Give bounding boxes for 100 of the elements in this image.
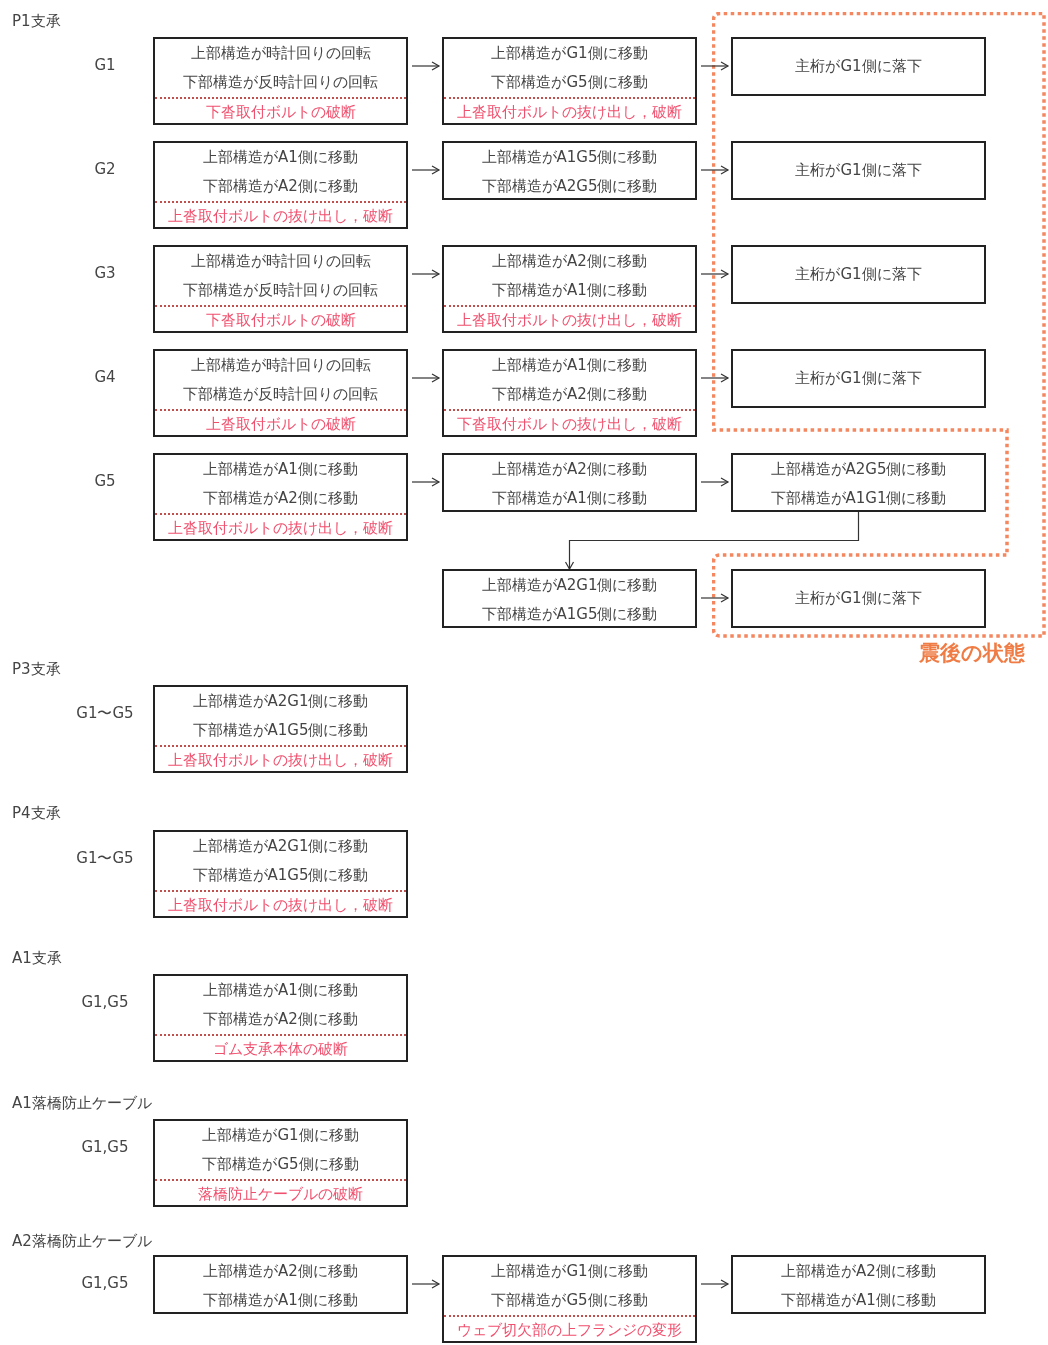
state-text: 下部構造がA1G5側に移動	[191, 720, 370, 741]
state-text: 下部構造がA1G5側に移動	[480, 604, 659, 625]
state-text: 上部構造がA2G1側に移動	[191, 691, 370, 712]
state-text: 下部構造がA2G5側に移動	[480, 176, 659, 197]
state-box	[153, 974, 408, 1062]
damage-text: 上沓取付ボルトの抜け出し，破断	[444, 97, 695, 126]
state-text: 下部構造がA2側に移動	[202, 1009, 359, 1030]
state-text: 下部構造がG5側に移動	[201, 1154, 360, 1175]
state-text: 下部構造がA2側に移動	[202, 176, 359, 197]
girder-label: G1	[93, 56, 117, 74]
state-text: 上部構造がG1側に移動	[201, 1125, 360, 1146]
state-text: 下部構造がA1側に移動	[780, 1290, 937, 1311]
state-text: 上部構造がA1側に移動	[491, 355, 648, 376]
arrow	[411, 373, 440, 383]
state-text: 上部構造がA2側に移動	[491, 459, 648, 480]
state-box	[731, 37, 986, 96]
state-box	[731, 1255, 986, 1314]
girder-label: G3	[93, 264, 117, 282]
state-text: 下部構造がA1側に移動	[202, 1290, 359, 1311]
state-text: 上部構造が時計回りの回転	[189, 251, 372, 272]
damage-text: 上沓取付ボルトの抜け出し，破断	[155, 513, 406, 542]
arrow	[411, 61, 440, 71]
arrow	[411, 165, 440, 175]
state-box	[153, 830, 408, 918]
state-text: 上部構造が時計回りの回転	[189, 43, 372, 64]
region-title: 震後の状態	[919, 640, 1025, 667]
girder-label: G1〜G5	[75, 704, 135, 723]
damage-text: 上沓取付ボルトの抜け出し，破断	[155, 201, 406, 230]
arrow	[700, 373, 729, 383]
girder-label: G2	[93, 160, 117, 178]
damage-text: 下沓取付ボルトの破断	[155, 97, 406, 126]
state-box	[731, 453, 986, 512]
state-text: 下部構造がG5側に移動	[490, 72, 649, 93]
state-text: 下部構造がG5側に移動	[490, 1290, 649, 1311]
state-box	[153, 1119, 408, 1207]
damage-text: 上沓取付ボルトの抜け出し，破断	[155, 890, 406, 919]
state-box	[153, 453, 408, 541]
state-text: 主桁がG1側に落下	[794, 368, 923, 389]
state-box	[731, 349, 986, 408]
state-box	[731, 245, 986, 304]
state-text: 上部構造がA1側に移動	[202, 459, 359, 480]
girder-label: G1,G5	[80, 1138, 130, 1156]
state-box	[442, 245, 697, 333]
state-text: 下部構造がA1G1側に移動	[769, 488, 948, 509]
state-text: 下部構造がA1側に移動	[491, 280, 648, 301]
state-text: 主桁がG1側に落下	[794, 264, 923, 285]
damage-text: 下沓取付ボルトの抜け出し，破断	[444, 409, 695, 438]
state-box	[153, 349, 408, 437]
state-box	[442, 569, 697, 628]
state-text: 上部構造がA2G5側に移動	[769, 459, 948, 480]
state-text: 上部構造がA2側に移動	[780, 1261, 937, 1282]
state-text: 上部構造がA2G1側に移動	[191, 836, 370, 857]
damage-text: 上沓取付ボルトの抜け出し，破断	[444, 305, 695, 334]
state-box	[442, 349, 697, 437]
state-text: 下部構造がA1G5側に移動	[191, 865, 370, 886]
state-text: 主桁がG1側に落下	[794, 588, 923, 609]
arrow	[700, 165, 729, 175]
damage-text: ウェブ切欠部の上フランジの変形	[444, 1315, 695, 1344]
state-box	[731, 569, 986, 628]
arrow	[700, 1279, 729, 1289]
state-box	[442, 453, 697, 512]
state-text: 下部構造が反時計回りの回転	[182, 384, 379, 405]
section-heading: A2落橋防止ケーブル	[12, 1232, 152, 1251]
girder-label: G5	[93, 472, 117, 490]
state-text: 主桁がG1側に落下	[794, 56, 923, 77]
state-box	[153, 245, 408, 333]
arrow	[700, 269, 729, 279]
damage-text: 落橋防止ケーブルの破断	[155, 1179, 406, 1208]
section-heading: A1支承	[12, 949, 62, 968]
damage-text: 上沓取付ボルトの破断	[155, 409, 406, 438]
state-box	[153, 141, 408, 229]
state-box	[731, 141, 986, 200]
state-text: 下部構造が反時計回りの回転	[182, 280, 379, 301]
state-box	[153, 685, 408, 773]
section-heading: A1落橋防止ケーブル	[12, 1094, 152, 1113]
state-box	[442, 141, 697, 200]
damage-text: ゴム支承本体の破断	[155, 1034, 406, 1063]
state-text: 上部構造がA2G1側に移動	[480, 575, 659, 596]
state-text: 主桁がG1側に落下	[794, 160, 923, 181]
state-text: 下部構造が反時計回りの回転	[182, 72, 379, 93]
arrow	[700, 593, 729, 603]
damage-text: 下沓取付ボルトの破断	[155, 305, 406, 334]
state-text: 上部構造がA1側に移動	[202, 147, 359, 168]
state-text: 上部構造がG1側に移動	[490, 43, 649, 64]
arrow	[700, 477, 729, 487]
arrow	[411, 1279, 440, 1289]
state-text: 上部構造がG1側に移動	[490, 1261, 649, 1282]
state-text: 下部構造がA2側に移動	[202, 488, 359, 509]
state-box	[153, 37, 408, 125]
state-text: 下部構造がA2側に移動	[491, 384, 648, 405]
state-text: 上部構造がA1側に移動	[202, 980, 359, 1001]
state-text: 上部構造がA2側に移動	[491, 251, 648, 272]
girder-label: G4	[93, 368, 117, 386]
section-heading: P3支承	[12, 660, 61, 679]
section-heading: P1支承	[12, 12, 61, 31]
arrow	[411, 269, 440, 279]
state-box	[442, 1255, 697, 1343]
girder-label: G1,G5	[80, 1274, 130, 1292]
arrow	[700, 61, 729, 71]
section-heading: P4支承	[12, 804, 61, 823]
